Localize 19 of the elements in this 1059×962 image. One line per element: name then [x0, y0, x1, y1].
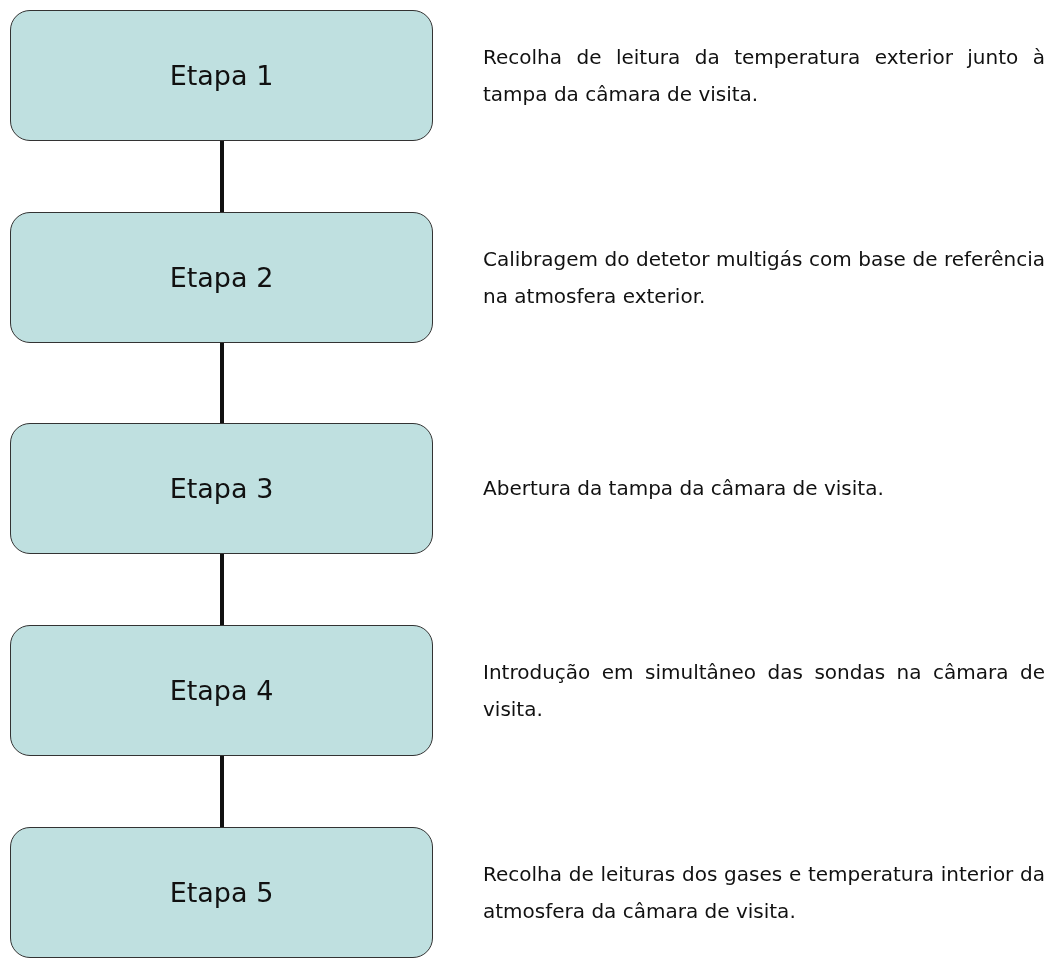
step-description: Recolha de leitura da temperatura exterior junto à tampa da câmara de visita. — [483, 43, 1045, 108]
step-title: Etapa 5 — [169, 877, 274, 908]
step-title: Etapa 2 — [169, 262, 274, 293]
connector-line — [220, 554, 224, 625]
step-box — [10, 212, 433, 343]
step-title: Etapa 1 — [169, 60, 274, 91]
step-box — [10, 827, 433, 958]
connector-line — [220, 141, 224, 212]
step-box — [10, 423, 433, 554]
step-box — [10, 10, 433, 141]
connector-line — [220, 756, 224, 827]
step-title: Etapa 3 — [169, 473, 274, 504]
step-description: Introdução em simultâneo das sondas na câmara de visita. — [483, 658, 1045, 723]
connector-line — [220, 343, 224, 423]
step-description: Abertura da tampa da câmara de visita. — [483, 475, 884, 502]
step-description: Recolha de leituras dos gases e temperatura interior da atmosfera da câmara de visita. — [483, 860, 1045, 925]
step-description: Calibragem do detetor multigás com base de referência na atmosfera exterior. — [483, 245, 1045, 310]
step-box — [10, 625, 433, 756]
step-title: Etapa 4 — [169, 675, 274, 706]
